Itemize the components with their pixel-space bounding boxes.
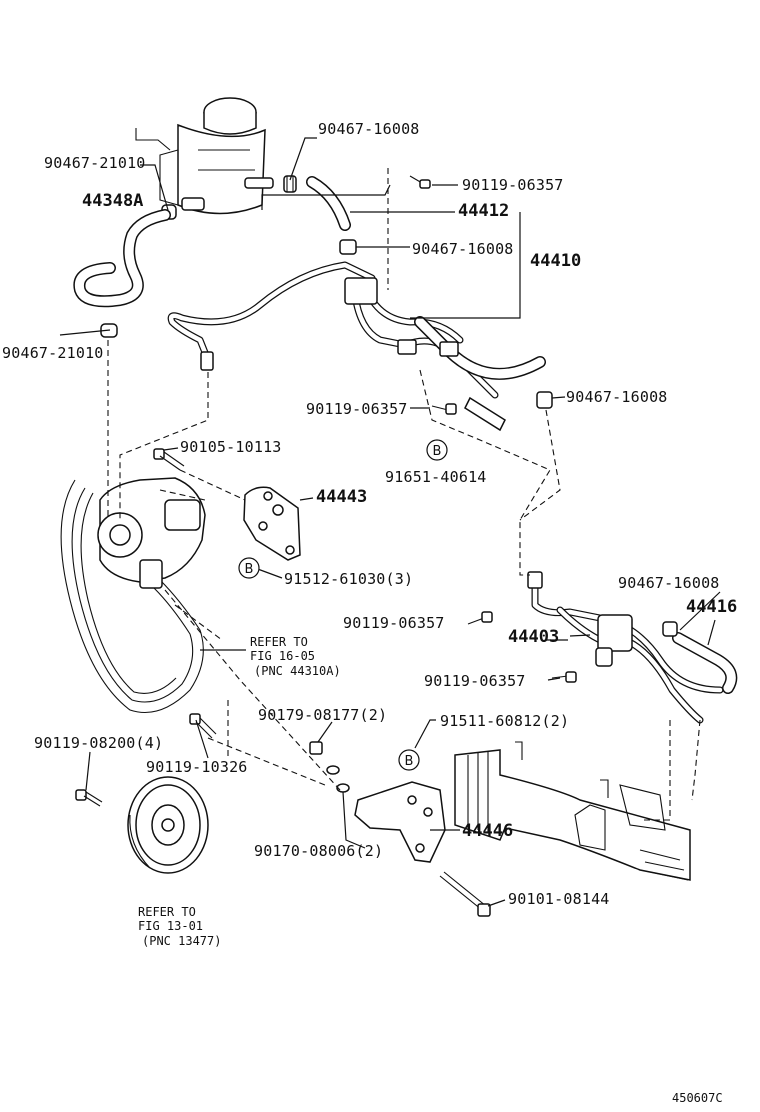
bolt xyxy=(189,713,217,739)
power-steering-pump xyxy=(97,477,206,589)
bolt xyxy=(439,871,491,917)
reference-marker-b: B xyxy=(238,557,260,579)
reference-note: (PNC 13477) xyxy=(142,934,221,948)
bolt xyxy=(551,671,577,683)
part-label: 91651-40614 xyxy=(385,468,487,486)
part-label: 90119-08200(4) xyxy=(34,734,163,752)
pressure-tube-44410 xyxy=(167,261,546,432)
hose-clamp xyxy=(283,175,297,193)
nut xyxy=(309,741,323,755)
part-label: 91512-61030(3) xyxy=(284,570,413,588)
part-label: 44446 xyxy=(462,821,513,841)
part-label: 90467-16008 xyxy=(618,574,720,592)
bolt xyxy=(467,611,493,625)
figure-id: 450607C xyxy=(672,1091,723,1105)
part-label: 90119-06357 xyxy=(424,672,526,690)
bracket-44443 xyxy=(243,486,301,561)
drive-belt xyxy=(60,479,204,714)
part-label: 90467-16008 xyxy=(318,120,420,138)
part-label: 90467-16008 xyxy=(566,388,668,406)
part-label: 44412 xyxy=(458,201,509,221)
hose-clamp xyxy=(662,621,678,637)
reference-marker-b: B xyxy=(398,749,420,771)
hose-clamp xyxy=(339,239,357,255)
part-label: 90467-21010 xyxy=(2,344,104,362)
bolt xyxy=(409,175,431,189)
reference-note: REFER TO xyxy=(250,635,308,649)
svg-text:B: B xyxy=(245,562,254,577)
reference-note: FIG 13-01 xyxy=(138,919,203,933)
part-label: 44443 xyxy=(316,487,367,507)
svg-text:B: B xyxy=(405,754,414,769)
reference-marker-b: B xyxy=(426,439,448,461)
part-label: 90119-06357 xyxy=(306,400,408,418)
part-label: 90105-10113 xyxy=(180,438,282,456)
return-hose-44416 xyxy=(672,632,738,694)
part-label: 90119-06357 xyxy=(343,614,445,632)
bolt xyxy=(153,448,185,471)
pressure-tube-44403 xyxy=(527,571,724,724)
reference-note: (PNC 44310A) xyxy=(254,664,341,678)
part-label: 90467-21010 xyxy=(44,154,146,172)
crankshaft-pulley xyxy=(127,776,209,874)
dashed-guide-lines xyxy=(107,168,701,821)
bolt xyxy=(431,403,457,415)
part-label: 44416 xyxy=(686,597,737,617)
suction-hose-44412 xyxy=(306,176,351,231)
part-label: 44410 xyxy=(530,251,581,271)
part-label: 90119-06357 xyxy=(462,176,564,194)
steering-gear xyxy=(454,741,691,881)
bracket-44446 xyxy=(354,781,446,863)
part-label: 90101-08144 xyxy=(508,890,610,908)
part-label: 91511-60812(2) xyxy=(440,712,569,730)
part-label: 90467-16008 xyxy=(412,240,514,258)
reference-note: FIG 16-05 xyxy=(250,649,315,663)
reference-note: REFER TO xyxy=(138,905,196,919)
part-label: 44348A xyxy=(82,191,143,211)
part-label: 90170-08006(2) xyxy=(254,842,383,860)
part-label: 44403 xyxy=(508,627,559,647)
reservoir-tank xyxy=(135,97,274,215)
bolt xyxy=(75,789,103,807)
svg-text:B: B xyxy=(433,444,442,459)
part-label: 90179-08177(2) xyxy=(258,706,387,724)
return-hose-44348a xyxy=(73,209,171,308)
part-label: 90119-10326 xyxy=(146,758,248,776)
hose-clamp xyxy=(536,391,553,409)
